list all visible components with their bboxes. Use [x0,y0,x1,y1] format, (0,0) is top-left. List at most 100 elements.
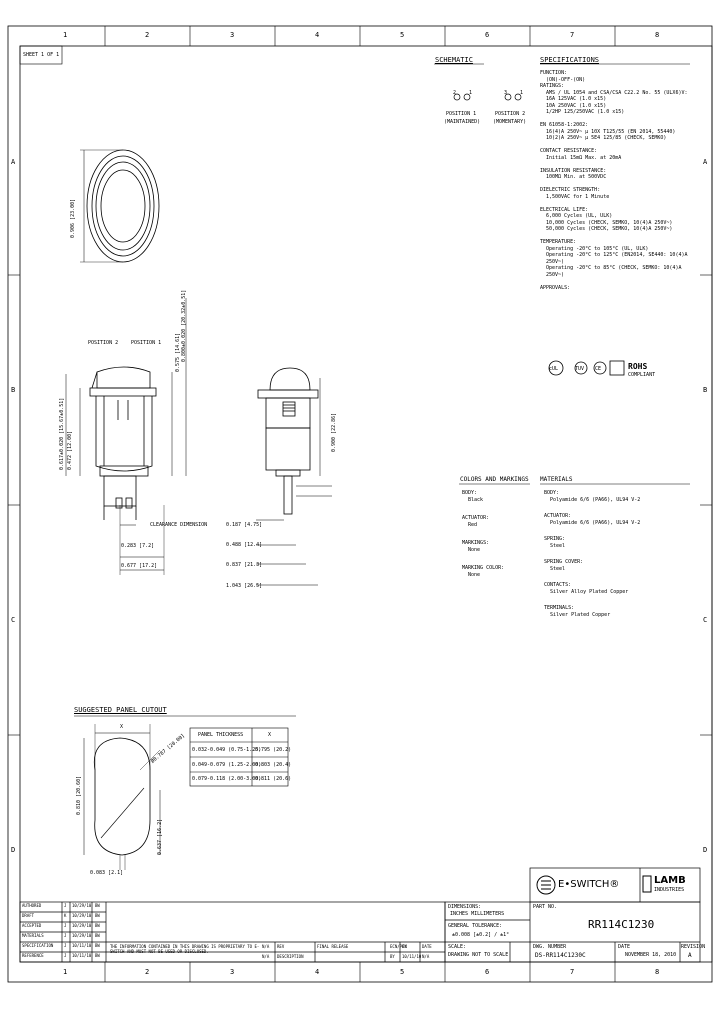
specifications-title: SPECIFICATIONS [540,56,600,64]
dim-pos2: POSITION 2 [88,340,119,346]
spec-line: CONTACT RESISTANCE: [540,148,598,154]
side-view-right [256,367,332,586]
dim-s4: 1.043 [26.5] [226,583,263,589]
side-view-left [65,298,187,575]
spec-line: 10(2)A 250V~ μ 5E4 125/85 (CHECK, SEMKO) [546,135,667,141]
approval-by: BW [95,933,100,938]
brand-lamb: LAMB [654,875,686,886]
panel-cutout [83,724,161,870]
approval-init: J [64,923,67,928]
row-label: C [11,616,16,624]
row-label: D [11,846,16,854]
title-block-grid [19,867,701,963]
approval-logos [548,360,625,376]
date-label: DATE [618,944,631,950]
table-cell: 0.811 (20.6) [255,776,292,782]
revision-cell: BY [402,944,407,949]
col-label: 1 [63,31,68,39]
materials-value: Polyamide 6/6 (PA66), UL94 V-2 [550,519,641,526]
column-ticks [8,26,712,982]
spec-line: EN 61058-1:2002: [540,122,589,128]
scale-label: SCALE: [448,944,467,950]
colors_markings-label: MARKING COLOR: [462,565,505,571]
schematic-title: SCHEMATIC [435,56,473,64]
approval-date: 10/29/10 [72,933,92,938]
table-header: X [268,732,272,738]
approval-init: J [64,943,67,948]
revision-cell: ECN/PCN [390,944,407,949]
row-label: B [703,386,708,394]
col-label: 3 [230,31,235,39]
section-underlines [74,63,690,717]
spec-line: 1/2HP 125/250VAC (1.0 x15) [546,109,625,115]
approval-by: BW [95,953,100,958]
spec-line: Operating -20°C to 105°C (UL, ULK) [546,245,649,252]
brand-eswitch: E•SWITCH® [558,879,620,890]
col-label: 8 [655,968,660,976]
approval-date: 10/11/10 [72,943,92,948]
col-label: 8 [655,31,660,39]
spec-line: 100MΩ Min. at 500VDC [546,174,607,180]
col-label: 1 [63,968,68,976]
approval-init: K [64,913,67,918]
revision-cell: DESCRIPTION [277,954,304,959]
col-label: 4 [315,968,320,976]
revision-cell: N/A [262,954,270,959]
col-label: 7 [570,968,575,976]
approval-role: DRAFT [22,913,35,918]
dim-pos1: POSITION 1 [131,340,162,346]
spec-line: APPROVALS: [540,284,571,291]
approval-role: SPECIFICATION [22,943,54,948]
approval-by: BW [95,903,100,908]
rev-value: A [688,952,692,959]
revision-cell: N/A [262,944,270,949]
materials-label: CONTACTS: [544,582,572,588]
scale-value: DRAWING NOT TO SCALE [448,952,509,958]
pos2-label: POSITION 2 [495,111,526,117]
approval-role: REFERENCE [22,953,44,958]
dim-d2: 0.677 [17.2] [121,563,158,569]
colors_markings-label: MARKINGS: [462,540,490,546]
spec-line: Initial 15mΩ Max. at 20mA [546,154,622,161]
cutout-title: SUGGESTED PANEL CUTOUT [74,706,167,714]
colors_markings-label: ACTUATOR: [462,515,490,521]
materials-label: BODY: [544,490,560,496]
panel-table [189,727,289,787]
spec-line: 16(4)A 250V~ μ 10X T125/55 (EN 2014, 554… [546,128,676,135]
dwg-number: DS-RR114C1230C [535,952,586,959]
specifications-list: FUNCTION:(ON)-OFF-(ON)RATINGS:AMS / UL 1… [540,70,698,291]
cutout-x: X [120,724,124,730]
row-label: C [703,616,708,624]
approval-by: BW [95,913,100,918]
materials-label: SPRING COVER: [544,559,584,565]
rohs-sub: COMPLIANT [628,372,656,378]
table-cell: 0.049-0.079 (1.25-2.00) [192,762,262,768]
table-header: PANEL THICKNESS [198,732,244,738]
date-value: NOVEMBER 18, 2010 [625,952,677,958]
spec-line: INSULATION RESISTANCE: [540,167,607,174]
pos1-sub: (MAINTAINED) [444,119,481,125]
dim-clearance: CLEARANCE DIMENSION [150,522,208,528]
dim-s2: 0.488 [12.4] [226,542,263,548]
row-label: D [703,846,708,854]
approval-init: J [64,903,67,908]
pin-label: 1 [520,90,524,96]
table-cell: 0.032-0.049 (0.75-1.25) [192,747,262,753]
brand-lamb-sub: INDUSTRIES [654,887,685,893]
dim-top-width: 0.906 [23.00] [70,198,76,238]
approval-date: 10/29/10 [72,903,92,908]
table-cell: 0.803 (20.4) [255,762,292,768]
approval-date: 10/29/10 [72,913,92,918]
dim-s1: 0.187 [4.75] [226,522,263,528]
dwg-label: DWG. NUMBER [533,944,567,950]
materials-label: TERMINALS: [544,605,575,611]
materials-label: SPRING: [544,536,566,542]
col-label: 3 [230,968,235,976]
spec-line: ELECTRICAL LIFE: [540,206,589,213]
approval-cul: cUL [549,366,559,372]
units-label: DIMENSIONS: [448,904,482,910]
approval-init: J [64,933,67,938]
cutout-s: 0.637 [16.2] [157,818,163,855]
approval-ce: CE [595,366,602,372]
